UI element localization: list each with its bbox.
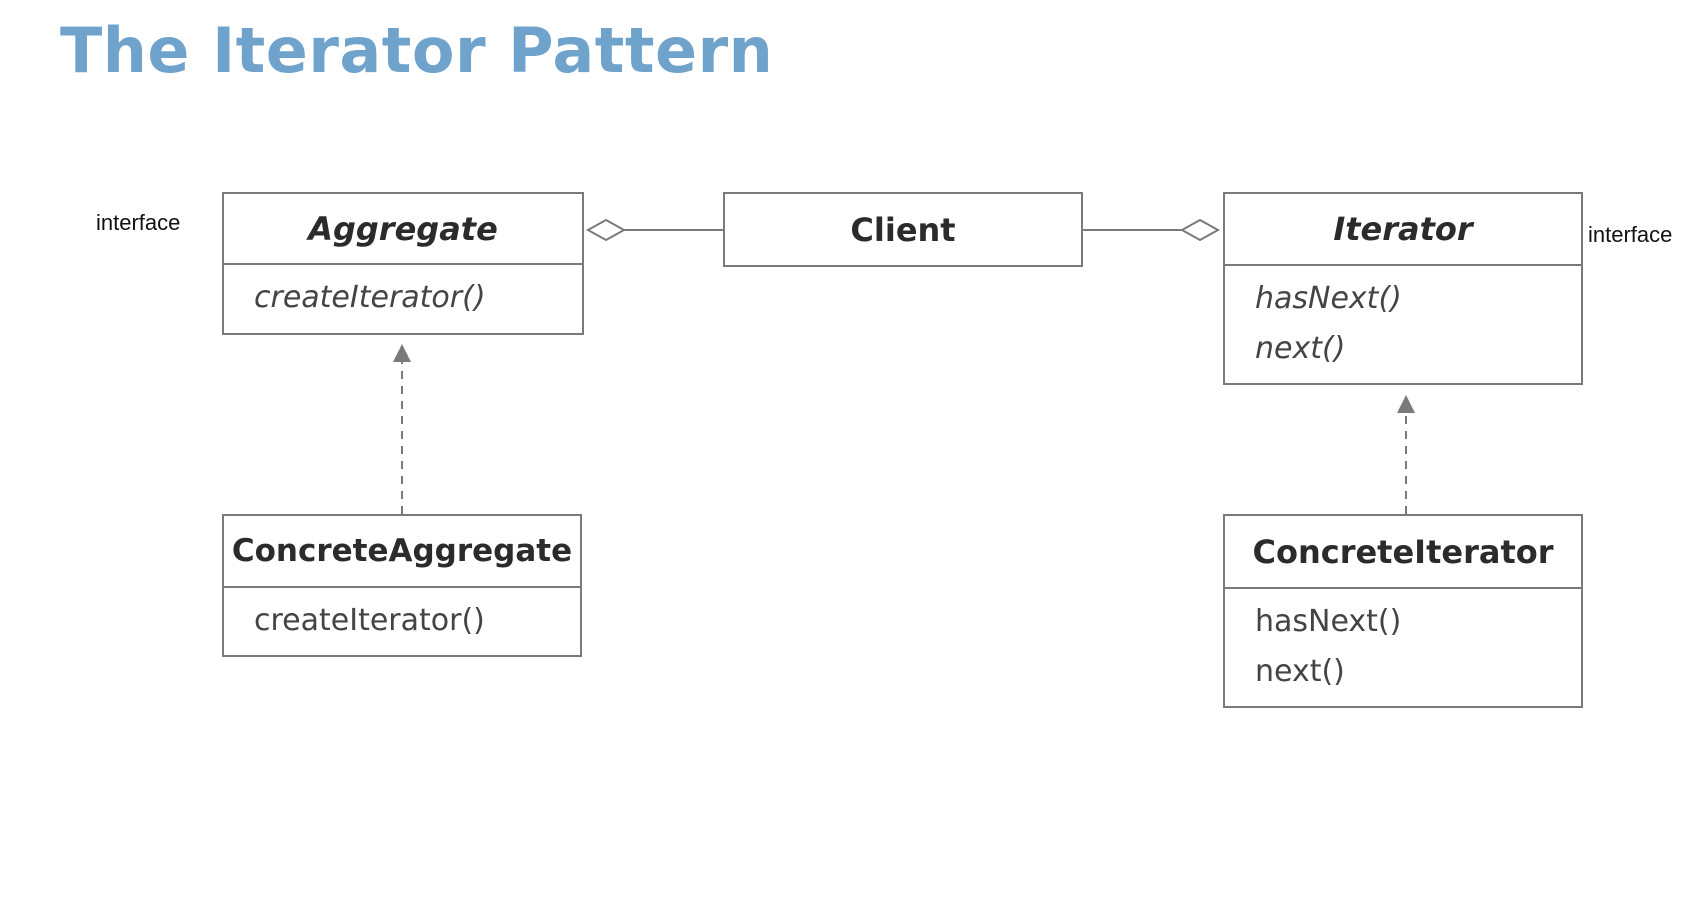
iterator-operation: hasNext() [1255, 281, 1402, 316]
concrete-iterator-class-name: ConcreteIterator [1252, 532, 1554, 571]
iterator-operations: hasNext() next() [1225, 264, 1581, 385]
aggregate-operation: createIterator() [254, 280, 486, 315]
aggregate-class-name: Aggregate [308, 209, 498, 248]
client-class-name: Client [850, 210, 956, 249]
concrete-aggregate-operations: createIterator() [224, 586, 580, 657]
concrete-iterator-operations: hasNext() next() [1225, 587, 1581, 708]
concrete-aggregate-class-name: ConcreteAggregate [231, 533, 573, 569]
iterator-class-box: Iterator hasNext() next() [1223, 192, 1583, 385]
iterator-operation: next() [1255, 331, 1346, 366]
aggregate-interface-note: interface [96, 210, 181, 235]
iterator-realization-arrowhead [1397, 395, 1415, 413]
aggregate-class-box: Aggregate createIterator() [222, 192, 584, 335]
aggregate-operations: createIterator() [224, 263, 582, 335]
aggregate-aggregation-diamond [585, 218, 627, 242]
concrete-iterator-operation: hasNext() [1255, 604, 1402, 639]
concrete-iterator-class-box: ConcreteIterator hasNext() next() [1223, 514, 1583, 708]
page-title: The Iterator Pattern [60, 14, 774, 87]
iterator-class-name: Iterator [1333, 210, 1473, 248]
aggregate-realization-arrowhead [393, 344, 411, 362]
client-class-box: Client [723, 192, 1083, 267]
iterator-aggregation-diamond [1179, 218, 1221, 242]
iterator-interface-note: interface [1588, 222, 1673, 247]
concrete-iterator-operation: next() [1255, 654, 1345, 689]
concrete-aggregate-class-box: ConcreteAggregate createIterator() [222, 514, 582, 657]
concrete-aggregate-operation: createIterator() [254, 603, 485, 638]
